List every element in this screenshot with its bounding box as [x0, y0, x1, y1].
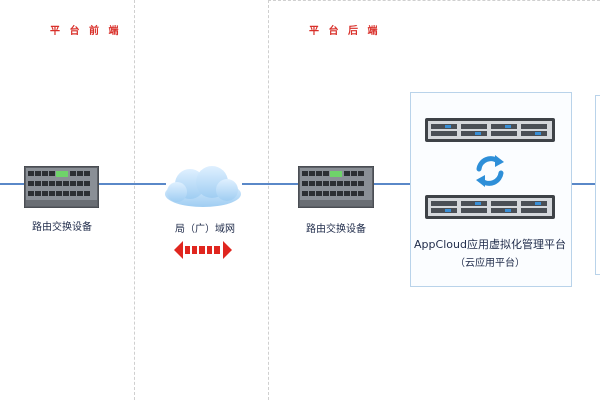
sync-arrows-icon	[476, 155, 504, 187]
server-top	[425, 118, 555, 142]
rack-server-icon	[425, 118, 555, 142]
switch-left-label: 路由交换设备	[32, 222, 92, 233]
platform-sublabel: （云应用平台）	[455, 258, 525, 269]
switch-left	[23, 165, 100, 209]
link-switch-to-platform	[374, 183, 410, 185]
server-bottom	[425, 195, 555, 219]
platform-label: AppCloud应用虚拟化管理平台	[414, 238, 566, 251]
section-label-front: 平 台 前 端	[50, 26, 122, 37]
link-platform-to-edge	[570, 183, 596, 185]
cloud-icon	[165, 166, 241, 207]
switch-right-label: 路由交换设备	[306, 224, 366, 235]
section-divider-left	[134, 0, 135, 400]
link-switch-to-cloud	[98, 183, 166, 185]
link-edge-left	[0, 183, 24, 185]
wan-cloud	[160, 160, 246, 210]
next-component-edge	[595, 95, 600, 275]
bidirectional-arrow-icon	[174, 241, 232, 259]
transfer-arrow	[174, 241, 232, 259]
section-label-back: 平 台 后 端	[309, 26, 381, 37]
section-divider-right	[268, 0, 269, 400]
network-switch-icon	[23, 165, 100, 209]
rack-server-icon	[425, 195, 555, 219]
switch-right	[297, 165, 375, 209]
network-switch-icon	[297, 165, 375, 209]
link-cloud-to-switch	[242, 183, 298, 185]
wan-label: 局（广）域网	[175, 224, 235, 235]
top-border-back	[268, 0, 600, 1]
sync-indicator	[471, 152, 509, 190]
